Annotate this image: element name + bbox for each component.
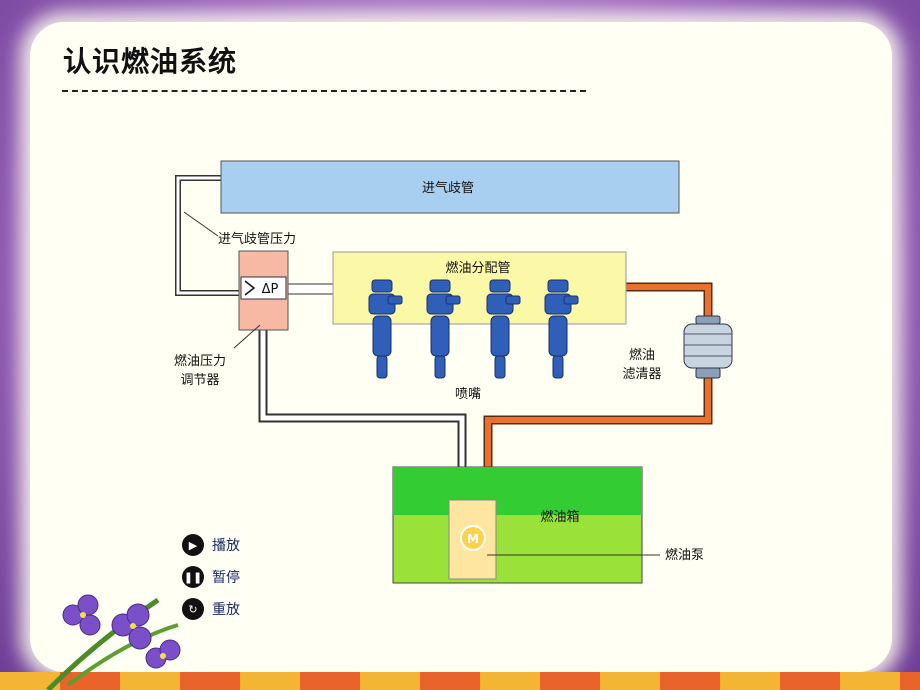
pressure-leader-line bbox=[183, 211, 219, 237]
injector-1 bbox=[368, 279, 403, 379]
fuel-tank-label: 燃油箱 bbox=[540, 509, 579, 525]
replay-icon: ↻ bbox=[182, 598, 204, 620]
motor-icon bbox=[460, 525, 486, 551]
regulator-leader-line bbox=[233, 324, 261, 349]
filter-label-1: 燃油 bbox=[629, 347, 655, 363]
intake-manifold-label: 进气歧管 bbox=[422, 180, 474, 196]
injectors-label: 喷嘴 bbox=[455, 387, 481, 402]
decorative-bottom-strip bbox=[0, 672, 920, 690]
filter-label-2: 滤清器 bbox=[622, 367, 661, 382]
return-line bbox=[258, 330, 467, 500]
flower-decoration bbox=[46, 594, 181, 690]
replay-label: 重放 bbox=[212, 602, 240, 618]
injector-3 bbox=[486, 279, 521, 379]
regulator-label-2: 调节器 bbox=[180, 373, 219, 388]
title-underline bbox=[62, 90, 586, 92]
regulator-arrow-icon bbox=[244, 280, 256, 296]
pause-button[interactable]: ❚❚ 暂停 bbox=[182, 566, 240, 588]
injector-group bbox=[368, 279, 579, 379]
injector-2 bbox=[426, 279, 461, 379]
regulator-symbol-box bbox=[240, 276, 287, 300]
play-button[interactable]: ▶ 播放 bbox=[182, 534, 240, 556]
regulator-rail-line bbox=[287, 283, 335, 295]
motor-symbol: M bbox=[467, 532, 479, 546]
intake-manifold-box bbox=[220, 160, 680, 214]
fuel-pump-label: 燃油泵 bbox=[665, 547, 704, 563]
slide-title: 认识燃油系统 bbox=[63, 45, 238, 78]
replay-button[interactable]: ↻ 重放 bbox=[182, 598, 240, 620]
fuel-rail-label: 燃油分配管 bbox=[445, 260, 510, 276]
fuel-filter bbox=[683, 315, 733, 379]
regulator-label-1: 燃油压力 bbox=[174, 353, 226, 369]
fuel-tank-air-space bbox=[393, 467, 642, 515]
supply-line bbox=[483, 282, 713, 500]
pause-label: 暂停 bbox=[212, 570, 240, 586]
injector-4 bbox=[544, 279, 579, 379]
manifold-pressure-label: 进气歧管压力 bbox=[218, 231, 296, 247]
play-label: 播放 bbox=[212, 538, 240, 554]
pause-icon: ❚❚ bbox=[182, 566, 204, 588]
play-icon: ▶ bbox=[182, 534, 204, 556]
regulator-symbol: ΔP bbox=[262, 282, 279, 297]
vacuum-line bbox=[175, 175, 241, 296]
